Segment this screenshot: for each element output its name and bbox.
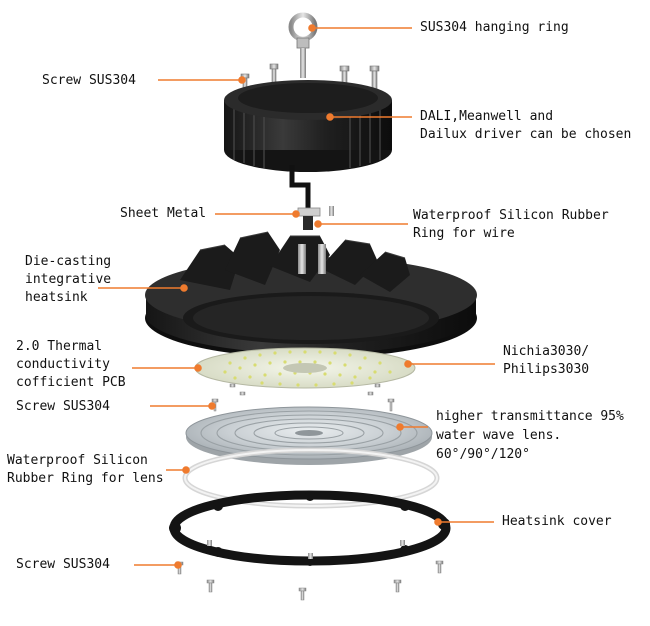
label-driver-line1: DALI,Meanwell and bbox=[420, 109, 554, 124]
label-screw-mid: Screw SUS304 bbox=[16, 399, 110, 414]
label-screw-bottom: Screw SUS304 bbox=[16, 557, 110, 572]
label-heatsink-line1: Die-casting bbox=[25, 254, 112, 269]
callout-leaders bbox=[98, 24, 495, 569]
label-screw-top: Screw SUS304 bbox=[42, 73, 136, 88]
label-hanging-ring: SUS304 hanging ring bbox=[420, 20, 569, 35]
driver-housing bbox=[224, 80, 392, 172]
label-lens-line1: higher transmittance 95% bbox=[436, 409, 624, 424]
label-driver-line2: Dailux driver can be chosen bbox=[420, 127, 632, 142]
label-pcb-line1: 2.0 Thermal bbox=[16, 339, 103, 354]
label-heatsink-line2: integrative bbox=[25, 272, 112, 287]
label-pcb-line2: conductivity bbox=[16, 357, 110, 372]
label-heatsink-line3: heatsink bbox=[25, 290, 88, 305]
label-heatsink-cover: Heatsink cover bbox=[502, 514, 612, 529]
led-pcb bbox=[194, 347, 416, 389]
label-led-line2: Philips3030 bbox=[503, 362, 590, 377]
label-led-line1: Nichia3030/ bbox=[503, 344, 590, 359]
bottom-screws bbox=[175, 560, 444, 601]
label-sheet-metal: Sheet Metal bbox=[120, 206, 207, 221]
cable-and-sheet-metal bbox=[289, 165, 334, 230]
heatsink-cover bbox=[169, 490, 451, 566]
label-lens-ring-line1: Waterproof Silicon bbox=[7, 453, 148, 468]
top-screws bbox=[240, 63, 380, 94]
label-lens-line2: water wave lens. bbox=[436, 428, 562, 443]
heatsink bbox=[145, 231, 477, 358]
label-lens-ring-line2: Rubber Ring for lens bbox=[7, 471, 164, 486]
label-lens-line3: 60°/90°/120° bbox=[436, 447, 530, 462]
lens-rubber-ring bbox=[182, 447, 440, 509]
label-wire-ring-line1: Waterproof Silicon Rubber bbox=[413, 208, 609, 223]
label-pcb-line3: cofficient PCB bbox=[16, 375, 126, 390]
label-wire-ring-line2: Ring for wire bbox=[413, 226, 515, 241]
